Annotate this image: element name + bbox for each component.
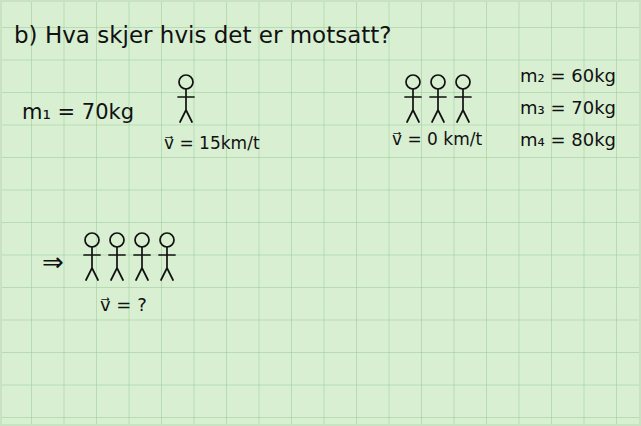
mass-label: m₄ = 80kg (520, 130, 616, 151)
implies-arrow: ⇒ (42, 248, 64, 278)
mass-label: m₃ = 70kg (520, 98, 616, 119)
stick-figure (178, 75, 194, 122)
mass-label: m₁ = 70kg (22, 100, 134, 124)
question-heading: b) Hva skjer hvis det er motsatt? (14, 22, 392, 48)
stick-figure-group (84, 233, 175, 280)
stick-figure-group (405, 75, 471, 122)
velocity-label: v⃗ = 15km/t (164, 134, 260, 154)
velocity-label: v⃗ = ? (100, 295, 147, 316)
mass-label: m₂ = 60kg (520, 66, 616, 87)
velocity-label: v⃗ = 0 km/t (392, 130, 482, 150)
